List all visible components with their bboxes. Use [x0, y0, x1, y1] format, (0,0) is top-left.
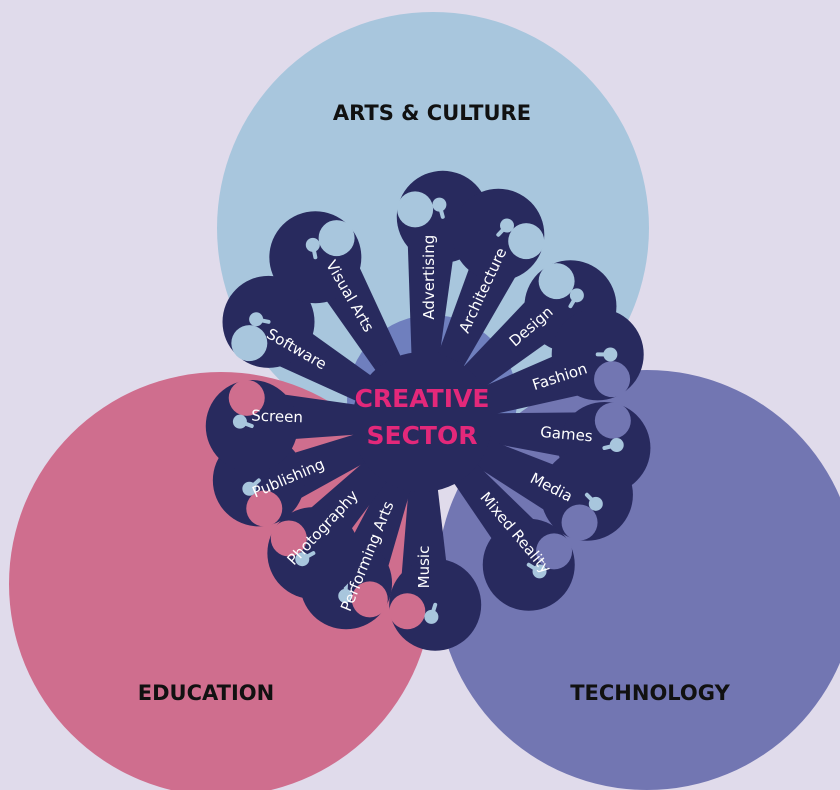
petal-visual-arts — [269, 211, 421, 410]
petal-notch — [270, 520, 307, 557]
petal-dot — [242, 481, 257, 496]
petal-label-games: Games — [540, 423, 594, 446]
petal-notch — [389, 593, 426, 630]
petal-dot — [603, 347, 618, 362]
arts-culture-label: ARTS & CULTURE — [333, 101, 531, 125]
petal-dot — [532, 564, 547, 579]
petal-notch — [318, 220, 355, 257]
petal-notch — [536, 533, 573, 570]
petal-dot — [338, 588, 353, 603]
petal-notch — [561, 504, 598, 541]
center-label-line1: CREATIVE — [355, 384, 490, 413]
petal-notch — [508, 223, 545, 260]
petal-dot — [432, 197, 447, 212]
petal-dot — [500, 218, 515, 233]
petal-notch — [231, 325, 268, 362]
petal-dot — [305, 237, 320, 252]
sector-petals — [205, 170, 651, 651]
petal-dot — [569, 288, 584, 303]
hub-disc — [352, 352, 492, 492]
petal-notch — [594, 402, 631, 439]
petal-label-screen: Screen — [251, 407, 303, 427]
petal-dot — [232, 414, 247, 429]
petal-notch — [538, 263, 575, 300]
education-label: EDUCATION — [138, 681, 274, 705]
center-label-line2: SECTOR — [367, 421, 478, 450]
petal-notch — [246, 490, 283, 527]
petal-dot — [295, 552, 310, 567]
petal-dot — [249, 312, 264, 327]
petal-notch — [397, 191, 434, 228]
petal-dot — [588, 496, 603, 511]
petal-notch — [228, 379, 265, 416]
technology-label: TECHNOLOGY — [570, 681, 730, 705]
petal-label-music: Music — [415, 546, 433, 589]
petal-dot — [424, 609, 439, 624]
petal-dot — [609, 438, 624, 453]
petal-notch — [594, 361, 631, 398]
petal-label-advertising: Advertising — [420, 235, 438, 320]
petal-notch — [351, 581, 388, 618]
